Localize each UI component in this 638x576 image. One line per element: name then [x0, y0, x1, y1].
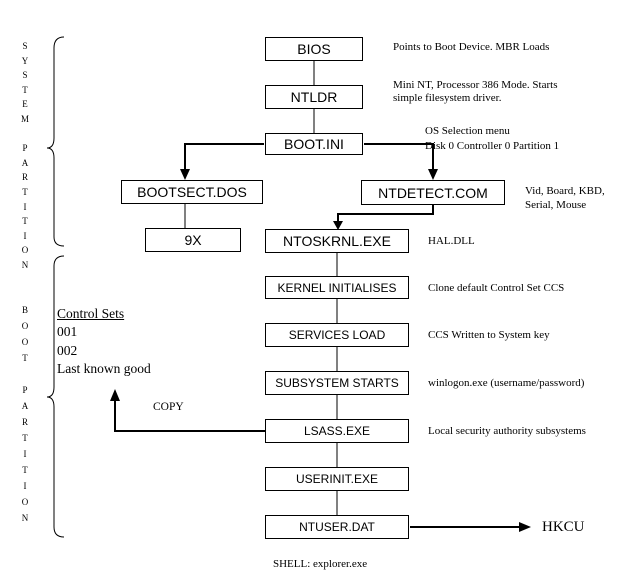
vertical-label-letter: T: [22, 353, 28, 363]
vertical-label-letter: R: [21, 172, 28, 183]
subsystem-note: winlogon.exe (username/password): [428, 377, 585, 389]
services-note: CCS Written to System key: [428, 329, 550, 341]
vertical-label-letter: T: [22, 433, 28, 443]
vertical-label-letter: O: [21, 337, 29, 347]
vertical-label-letter: I: [23, 201, 27, 212]
ntldr-note-line1: Mini NT, Processor 386 Mode. Starts: [393, 79, 558, 91]
vertical-label-letter: I: [23, 230, 27, 241]
control-set-item: Last known good: [57, 361, 151, 376]
vertical-label-letter: [18, 366, 32, 382]
ntoskrnl-note: HAL.DLL: [428, 235, 475, 247]
copy-label: COPY: [153, 401, 184, 413]
vertical-label-letter: P: [22, 385, 28, 395]
subsystem-starts-box: SUBSYSTEM STARTS: [265, 371, 409, 395]
vertical-label-letter: [18, 127, 32, 142]
vertical-label-letter: R: [21, 417, 28, 427]
hkcu-label: HKCU: [542, 519, 585, 535]
vertical-label-letter: O: [21, 321, 29, 331]
9x-box: 9X: [145, 228, 241, 252]
kernel-note: Clone default Control Set CCS: [428, 282, 565, 294]
vertical-label-letter: I: [23, 481, 27, 491]
system-partition-brace: [46, 36, 65, 247]
vertical-label-letter: M: [20, 113, 29, 124]
control-set-item: 002: [57, 343, 78, 358]
ntoskrnl-exe-box: NTOSKRNL.EXE: [265, 229, 409, 253]
vertical-label-letter: T: [22, 465, 28, 475]
boot-ini-note-line1: OS Selection menu: [425, 125, 510, 137]
services-load-box: SERVICES LOAD: [265, 323, 409, 347]
vertical-label-letter: T: [22, 186, 28, 197]
vertical-label-letter: N: [21, 513, 29, 523]
control-sets-title: Control Sets: [57, 306, 125, 321]
vertical-label-letter: Y: [21, 55, 29, 66]
vertical-label-letter: T: [22, 216, 28, 227]
control-set-item: 001: [57, 324, 78, 339]
vertical-label-letter: N: [21, 259, 29, 270]
kernel-initialises-box: KERNEL INITIALISES: [265, 276, 409, 299]
ntuser-dat-box: NTUSER.DAT: [265, 515, 409, 539]
boot-partition-brace: [46, 255, 65, 538]
vertical-label-letter: T: [22, 84, 28, 95]
vertical-label-letter: B: [21, 305, 28, 315]
bootsect-dos-box: BOOTSECT.DOS: [121, 180, 263, 204]
ntdetect-com-box: NTDETECT.COM: [361, 180, 505, 205]
ntdetect-note-line2: Serial, Mouse: [525, 199, 587, 211]
boot-ini-note-line2: Disk 0 Controller 0 Partition 1: [425, 140, 560, 152]
vertical-label-letter: A: [21, 401, 29, 411]
vertical-label-letter: O: [21, 497, 29, 507]
vertical-label-letter: O: [21, 245, 29, 256]
connectors: [184, 61, 338, 515]
ntldr-note-line2: simple filesystem driver.: [393, 92, 502, 104]
lsass-exe-box: LSASS.EXE: [265, 419, 409, 443]
userinit-exe-box: USERINIT.EXE: [265, 467, 409, 491]
vertical-label-letter: A: [21, 157, 29, 168]
arrowheads: [110, 169, 531, 532]
ntldr-box: NTLDR: [265, 85, 363, 109]
thick-arrows: [114, 143, 520, 528]
vertical-label-letter: S: [22, 70, 28, 81]
lsass-note: Local security authority subsystems: [428, 425, 586, 437]
vertical-label-letter: P: [22, 143, 28, 154]
vertical-label-letter: E: [22, 99, 28, 110]
bios-box: BIOS: [265, 37, 363, 61]
bios-note: Points to Boot Device. MBR Loads: [393, 41, 550, 53]
shell-note: SHELL: explorer.exe: [273, 558, 368, 570]
ntdetect-note-line1: Vid, Board, KBD,: [525, 185, 605, 197]
vertical-label-letter: S: [22, 41, 28, 51]
vertical-label-letter: I: [23, 449, 27, 459]
boot-ini-box: BOOT.INI: [265, 133, 363, 155]
